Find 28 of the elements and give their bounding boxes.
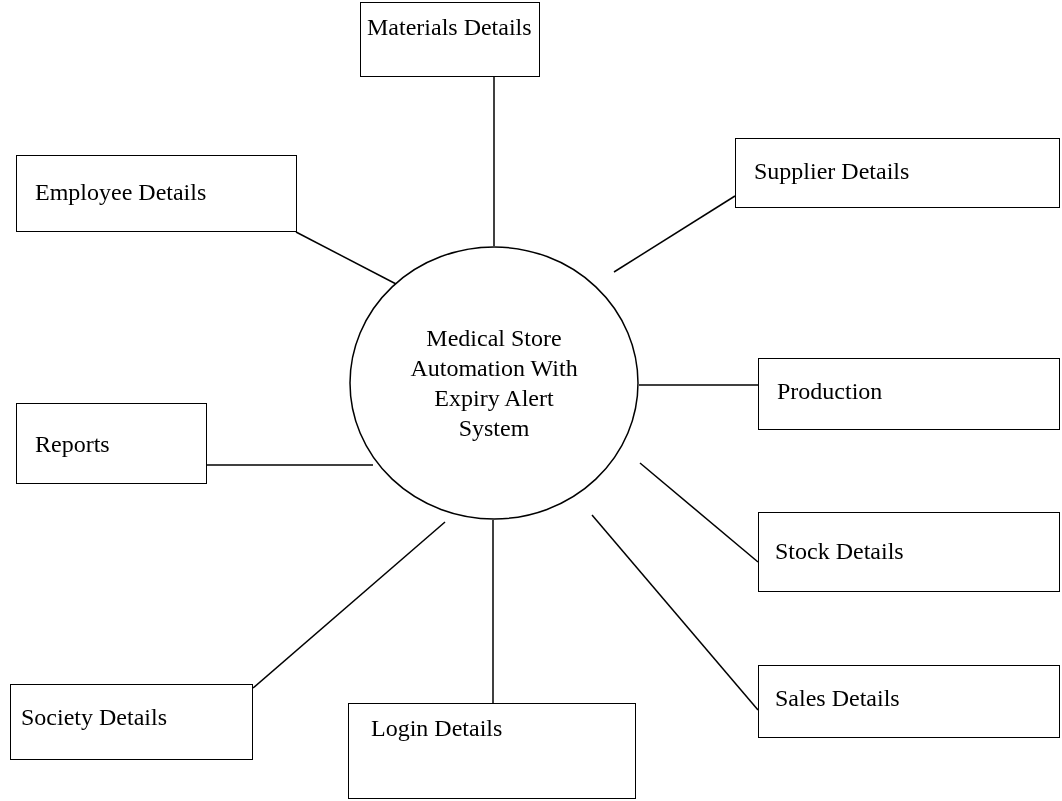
box-label: Stock Details: [775, 537, 904, 566]
box-label: Society Details: [21, 703, 167, 732]
box-label: Supplier Details: [754, 157, 910, 186]
process-circle: [349, 246, 639, 520]
entity-box: [16, 155, 297, 232]
box-label: Employee Details: [35, 178, 207, 207]
box-label: Login Details: [371, 714, 503, 743]
box-label: Sales Details: [775, 684, 900, 713]
box-label: Production: [777, 377, 883, 406]
entity-box: [758, 665, 1060, 738]
circle-label: Medical Store Automation With Expiry Alert System: [409, 324, 579, 443]
entity-box: [758, 358, 1060, 430]
connector-line: [591, 514, 759, 711]
connector-line: [639, 462, 759, 563]
connector-line: [252, 521, 446, 689]
connector-line: [206, 464, 374, 466]
entity-box: [758, 512, 1060, 592]
connector-line: [492, 519, 494, 704]
entity-box: [360, 2, 540, 77]
entity-box: [735, 138, 1060, 208]
box-label: Reports: [35, 430, 110, 459]
box-label: Materials Details: [367, 13, 532, 42]
entity-box: [348, 703, 636, 799]
entity-box: [16, 403, 207, 484]
connector-line: [638, 384, 759, 386]
connector-line: [493, 76, 495, 247]
connector-line: [613, 195, 736, 273]
entity-box: [10, 684, 253, 760]
